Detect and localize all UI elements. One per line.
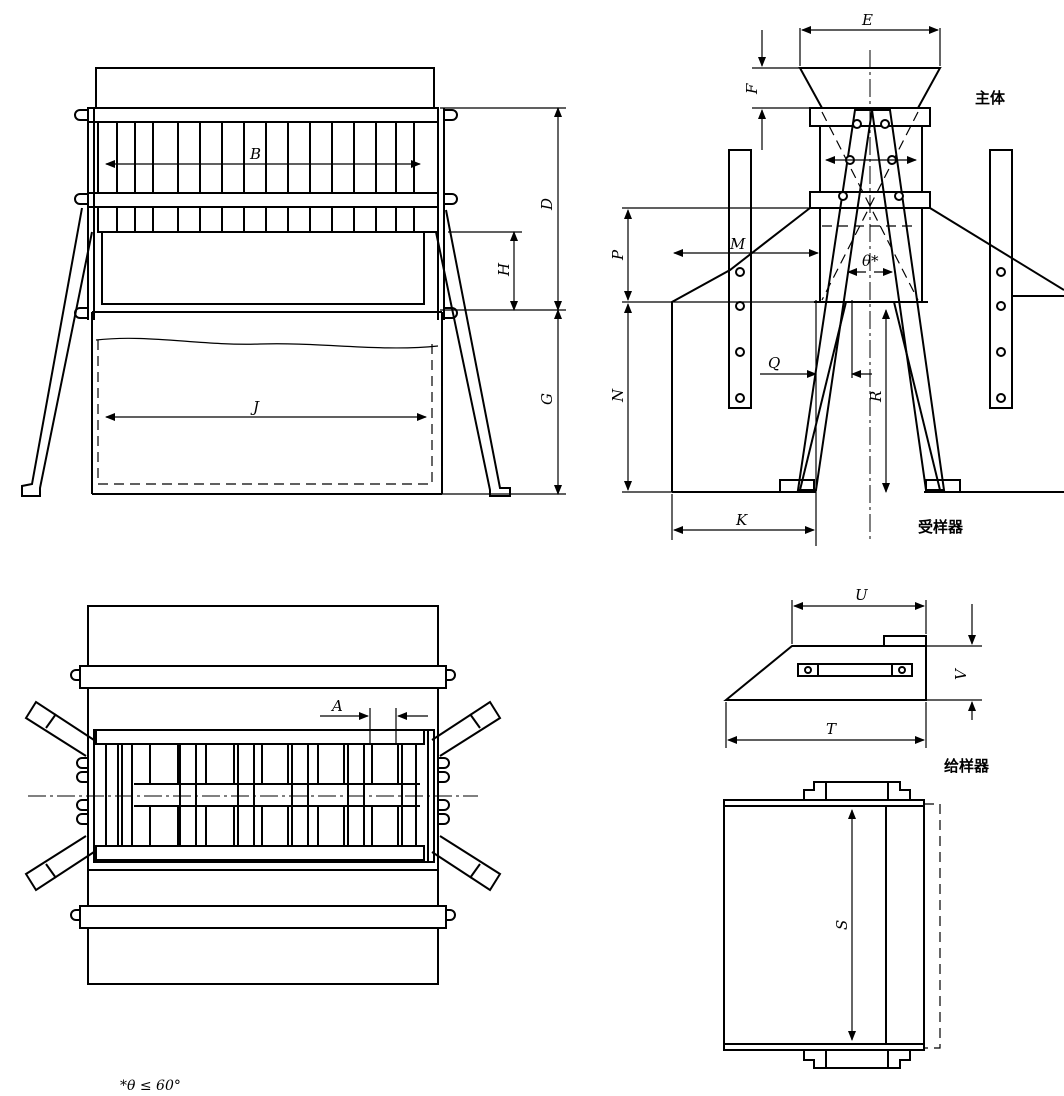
dim-U: U: [855, 586, 869, 604]
side-view-dimensions: [622, 26, 941, 546]
dim-B: B: [249, 145, 261, 163]
dim-N: N: [609, 388, 627, 403]
dim-E: E: [861, 11, 873, 29]
top-view: [24, 605, 502, 985]
dim-S: S: [833, 920, 851, 930]
feeder-side-view: [723, 635, 927, 701]
feeder-plan-view: [723, 781, 941, 1069]
dim-M: M: [729, 235, 746, 253]
side-view: [671, 50, 1064, 540]
front-view-dimensions: [105, 107, 566, 495]
dim-H: H: [495, 262, 513, 277]
dim-V: V: [952, 667, 970, 680]
dim-G: G: [538, 393, 556, 405]
dim-D: D: [538, 198, 556, 211]
dim-K: K: [735, 511, 748, 529]
front-view: [21, 67, 511, 497]
label-receiver: 受样器: [918, 518, 964, 536]
dim-T: T: [826, 720, 837, 738]
dim-theta: θ*: [862, 252, 879, 270]
footnote-theta: *θ ≤ 60°: [120, 1078, 181, 1094]
feeder-dimensions: [725, 600, 982, 748]
dim-A: A: [330, 697, 343, 715]
label-feeder: 给样器: [944, 757, 990, 775]
dim-J: J: [250, 398, 260, 416]
dim-Q: Q: [768, 354, 780, 372]
label-main-body: 主体: [975, 89, 1006, 107]
top-view-dimensions: [320, 708, 428, 744]
dim-F: F: [743, 83, 761, 95]
dim-R: R: [867, 391, 885, 403]
dim-P: P: [609, 249, 627, 261]
